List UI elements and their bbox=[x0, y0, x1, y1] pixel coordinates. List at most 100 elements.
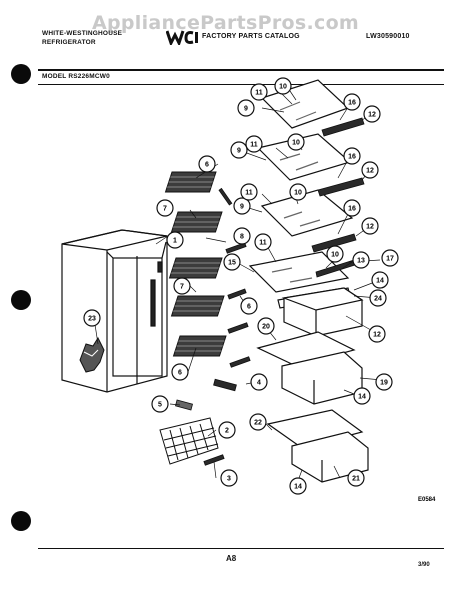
callout-label: 17 bbox=[386, 256, 394, 263]
callout-circle bbox=[361, 161, 379, 179]
callout-circle bbox=[171, 363, 189, 381]
callout-12: 12 bbox=[368, 325, 386, 343]
callout-circle bbox=[371, 271, 389, 289]
callout-label: 7 bbox=[163, 206, 167, 213]
callout-label: 22 bbox=[254, 420, 262, 427]
brand-line-1: WHITE-WESTINGHOUSE bbox=[42, 30, 123, 37]
callout-label: 12 bbox=[366, 224, 374, 231]
callout-12: 12 bbox=[361, 161, 379, 179]
callout-circle bbox=[198, 155, 216, 173]
callout-label: 10 bbox=[331, 252, 339, 259]
binder-hole-top bbox=[11, 64, 31, 84]
callout-14: 14 bbox=[289, 477, 307, 495]
callout-label: 10 bbox=[294, 190, 302, 197]
callout-8: 8 bbox=[233, 227, 251, 245]
callout-circle bbox=[218, 421, 236, 439]
callout-23: 23 bbox=[83, 309, 101, 327]
callout-24: 24 bbox=[369, 289, 387, 307]
callout-label: 10 bbox=[292, 140, 300, 147]
callout-9: 9 bbox=[233, 197, 251, 215]
callout-circle bbox=[257, 317, 275, 335]
callout-label: 14 bbox=[294, 484, 302, 491]
callout-6: 6 bbox=[240, 297, 258, 315]
callout-label: 4 bbox=[257, 380, 261, 387]
page-code: A8 bbox=[226, 554, 237, 563]
callout-circle bbox=[352, 251, 370, 269]
callout-circle bbox=[381, 249, 399, 267]
callout-circle bbox=[240, 183, 258, 201]
callout-21: 21 bbox=[347, 469, 365, 487]
callout-11: 11 bbox=[254, 233, 272, 251]
drawing-number: E0584 bbox=[418, 497, 436, 503]
callout-circle bbox=[343, 93, 361, 111]
callout-circle bbox=[250, 83, 268, 101]
callout-label: 23 bbox=[88, 316, 96, 323]
callout-label: 7 bbox=[180, 284, 184, 291]
callout-label: 2 bbox=[225, 428, 229, 435]
callout-2: 2 bbox=[218, 421, 236, 439]
callout-3: 3 bbox=[220, 469, 238, 487]
wire-shelves bbox=[164, 171, 227, 357]
callout-10: 10 bbox=[326, 245, 344, 263]
callout-10: 10 bbox=[287, 133, 305, 151]
callout-11: 11 bbox=[245, 135, 263, 153]
callout-20: 20 bbox=[257, 317, 275, 335]
catalog-title: FACTORY PARTS CATALOG bbox=[202, 33, 300, 40]
callout-label: 19 bbox=[380, 380, 388, 387]
callout-label: 11 bbox=[245, 190, 253, 197]
callout-label: 12 bbox=[366, 168, 374, 175]
model-label: MODEL RS226MCW0 bbox=[42, 73, 110, 80]
callout-14: 14 bbox=[353, 387, 371, 405]
model-rule bbox=[38, 84, 444, 85]
callout-13: 13 bbox=[352, 251, 370, 269]
callout-12: 12 bbox=[361, 217, 379, 235]
freezer-basket bbox=[159, 417, 219, 465]
callout-circle bbox=[353, 387, 371, 405]
callout-label: 8 bbox=[240, 234, 244, 241]
callout-circle bbox=[343, 199, 361, 217]
callout-label: 9 bbox=[240, 204, 244, 211]
callout-6: 6 bbox=[171, 363, 189, 381]
callout-circle bbox=[369, 289, 387, 307]
callout-1: 1 bbox=[166, 231, 184, 249]
callout-circle bbox=[254, 233, 272, 251]
callout-circle bbox=[151, 395, 169, 413]
callout-7: 7 bbox=[156, 199, 174, 217]
callout-10: 10 bbox=[274, 77, 292, 95]
callout-19: 19 bbox=[375, 373, 393, 391]
callout-circle bbox=[347, 469, 365, 487]
callout-label: 9 bbox=[237, 148, 241, 155]
callout-bubbles: 1234566677899910101010111111111212121213… bbox=[83, 77, 399, 495]
callout-label: 14 bbox=[358, 394, 366, 401]
callout-4: 4 bbox=[250, 373, 268, 391]
callout-12: 12 bbox=[363, 105, 381, 123]
binder-hole-middle bbox=[11, 290, 31, 310]
binder-hole-bottom bbox=[11, 511, 31, 531]
callout-label: 13 bbox=[357, 258, 365, 265]
callout-label: 21 bbox=[352, 476, 360, 483]
callout-17: 17 bbox=[381, 249, 399, 267]
callout-label: 16 bbox=[348, 154, 356, 161]
callout-circle bbox=[223, 253, 241, 271]
callout-label: 11 bbox=[250, 142, 258, 149]
callout-9: 9 bbox=[230, 141, 248, 159]
callout-circle bbox=[237, 99, 255, 117]
callout-circle bbox=[343, 147, 361, 165]
watermark: AppliancePartsPros.com bbox=[92, 12, 360, 34]
callout-10: 10 bbox=[289, 183, 307, 201]
compressor-component-icon bbox=[79, 336, 105, 373]
callout-14: 14 bbox=[371, 271, 389, 289]
callout-11: 11 bbox=[250, 83, 268, 101]
callout-label: 6 bbox=[205, 162, 209, 169]
callout-label: 11 bbox=[259, 240, 267, 247]
callout-11: 11 bbox=[240, 183, 258, 201]
callout-circle bbox=[83, 309, 101, 327]
callout-circle bbox=[361, 217, 379, 235]
callout-6: 6 bbox=[198, 155, 216, 173]
callout-label: 15 bbox=[228, 260, 236, 267]
wci-logo-icon bbox=[166, 30, 198, 45]
callout-label: 11 bbox=[255, 90, 263, 97]
callout-16: 16 bbox=[343, 199, 361, 217]
callout-16: 16 bbox=[343, 147, 361, 165]
